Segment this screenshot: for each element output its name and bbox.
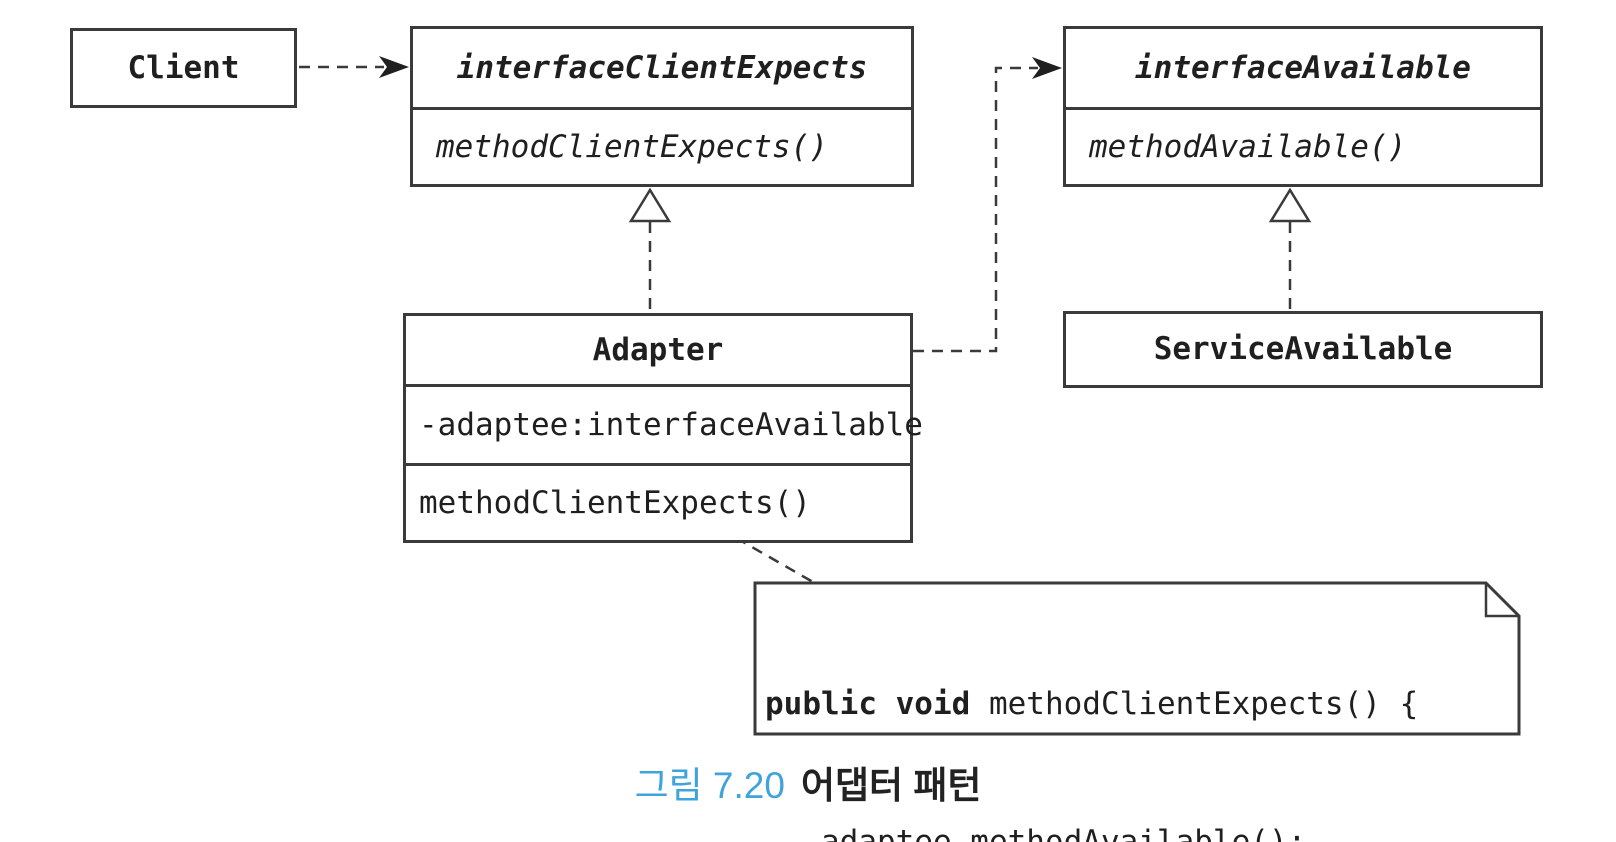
interface-box-client-expects: interfaceClientExpects methodClientExpec…: [410, 26, 914, 187]
code-note-text: public void methodClientExpects() { adap…: [765, 589, 1418, 842]
figure-caption: 그림 7.20 어댑터 패턴: [0, 764, 1616, 808]
class-box-service-available: ServiceAvailable: [1063, 311, 1543, 388]
interface-method-available: methodAvailable(): [1066, 107, 1540, 184]
class-box-client: Client: [70, 28, 297, 108]
dependency-arrow-adapter-to-interface-available: [913, 57, 1062, 353]
interface-name-client-expects: interfaceClientExpects: [456, 49, 868, 86]
code-line-2: adaptee.methodAvailable();: [765, 824, 1307, 842]
class-box-adapter: Adapter -adaptee:interfaceAvailable meth…: [403, 313, 923, 543]
interface-method-client-expects: methodClientExpects(): [413, 107, 911, 184]
class-name-service-available: ServiceAvailable: [1153, 331, 1453, 367]
class-name-client: Client: [127, 49, 240, 86]
class-name-adapter: Adapter: [592, 331, 724, 368]
class-attribute-adapter: -adaptee:interfaceAvailable: [406, 384, 923, 463]
figure-caption-number: 그림 7.20: [634, 765, 785, 806]
code-note-shape: [753, 581, 1521, 736]
interface-name-available: interfaceAvailable: [1135, 49, 1471, 86]
realization-arrow-adapter-to-interface: [628, 187, 672, 313]
figure-caption-title: 어댑터 패턴: [800, 765, 982, 806]
interface-box-available: interfaceAvailable methodAvailable(): [1063, 26, 1543, 187]
code-line-1: public void methodClientExpects() {: [765, 686, 1419, 722]
realization-arrow-service-to-interface: [1268, 187, 1312, 311]
code-keyword: public void: [765, 686, 971, 722]
class-method-adapter: methodClientExpects(): [406, 463, 910, 540]
dependency-arrow-client-to-interface: [299, 56, 409, 78]
